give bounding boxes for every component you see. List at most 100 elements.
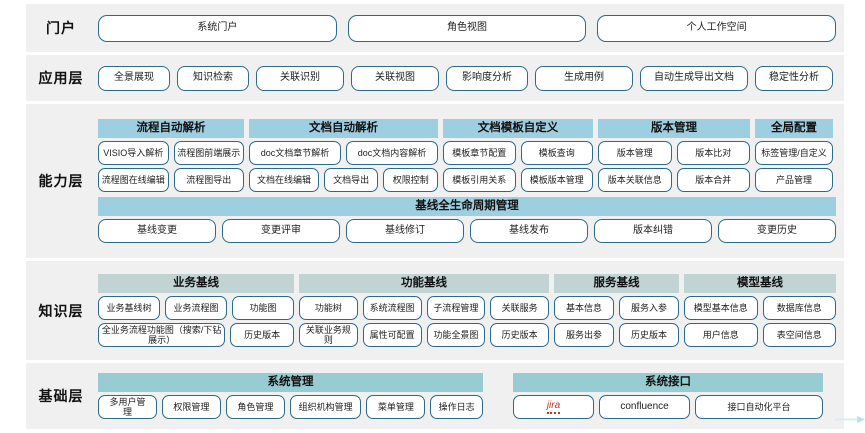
know-node[interactable]: 功能图 — [232, 296, 294, 320]
know-node[interactable]: 系统流程图 — [362, 296, 422, 320]
know-node[interactable]: 历史版本 — [230, 323, 294, 347]
knowledge-group-2-row-1: 服务出参 历史版本 — [554, 323, 679, 347]
portal-item-0[interactable]: 系统门户 — [98, 14, 337, 42]
cap-node[interactable]: 模板章节配置 — [443, 141, 516, 165]
layer-application: 应用层 全景展现 知识检索 关联识别 关联视图 影响度分析 生成用例 自动生成导… — [26, 55, 844, 101]
app-item-2[interactable]: 关联识别 — [256, 65, 344, 91]
found-node[interactable]: 组织机构管理 — [289, 395, 362, 419]
layer-knowledge: 知识层 业务基线 业务基线树 业务流程图 功能图 全业务流程功能图（搜索/下钻展… — [26, 261, 844, 360]
found-node-jira[interactable]: jira — [513, 395, 595, 419]
cap-node[interactable]: 标签管理/自定义 — [755, 141, 833, 165]
cap-node[interactable]: 流程图在线编辑 — [98, 168, 169, 192]
capability-group-0-title: 流程自动解析 — [98, 119, 244, 138]
confluence-label: confluence — [620, 401, 669, 413]
found-node[interactable]: 菜单管理 — [366, 395, 426, 419]
lifecycle-node[interactable]: 基线发布 — [470, 219, 588, 243]
knowledge-group-3-row-0: 模型基本信息 数据库信息 — [684, 296, 836, 320]
portal-item-2[interactable]: 个人工作空间 — [597, 14, 837, 42]
app-item-5[interactable]: 生成用例 — [535, 65, 633, 91]
cap-node[interactable]: 文档导出 — [323, 168, 379, 192]
knowledge-group-1-row-1: 关联业务规则 属性可配置 功能全景图 历史版本 — [299, 323, 549, 347]
capability-group-1: 文档自动解析 doc文档章节解析 doc文档内容解析 文档在线编辑 文档导出 权… — [249, 119, 439, 192]
cap-node[interactable]: doc文档内容解析 — [346, 141, 438, 165]
found-node[interactable]: 多用户管理 — [98, 395, 157, 419]
know-node[interactable]: 数据库信息 — [762, 296, 836, 320]
layer-knowledge-body: 业务基线 业务基线树 业务流程图 功能图 全业务流程功能图（搜索/下钻展示） 历… — [96, 261, 844, 360]
knowledge-group-1-row-0: 功能树 系统流程图 子流程管理 关联服务 — [299, 296, 549, 320]
know-node[interactable]: 历史版本 — [619, 323, 679, 347]
capability-group-4-row-1: 产品管理 — [755, 168, 833, 192]
capability-group-3-row-0: 版本管理 版本比对 — [598, 141, 750, 165]
lifecycle-node[interactable]: 版本纠错 — [594, 219, 712, 243]
know-node[interactable]: 用户信息 — [684, 323, 758, 347]
portal-item-1[interactable]: 角色视图 — [347, 14, 587, 42]
know-node[interactable]: 模型基本信息 — [684, 296, 758, 320]
cap-node[interactable]: 模板查询 — [520, 141, 593, 165]
app-item-0[interactable]: 全景展现 — [98, 65, 170, 91]
capability-group-2-row-1: 模板引用关系 模板版本管理 — [443, 168, 593, 192]
cap-node[interactable]: 版本比对 — [676, 141, 750, 165]
know-node[interactable]: 全业务流程功能图（搜索/下钻展示） — [98, 323, 226, 347]
layer-foundation-label: 基础层 — [38, 388, 84, 404]
found-node[interactable]: 操作日志 — [430, 395, 483, 419]
know-node[interactable]: 功能树 — [299, 296, 358, 320]
cap-node[interactable]: 产品管理 — [755, 168, 833, 192]
capability-group-1-title: 文档自动解析 — [249, 119, 438, 138]
cap-node[interactable]: 模板版本管理 — [520, 168, 593, 192]
know-node[interactable]: 服务入参 — [619, 296, 679, 320]
lifecycle-node[interactable]: 基线修订 — [346, 219, 464, 243]
app-item-7[interactable]: 稳定性分析 — [755, 65, 833, 91]
cap-node[interactable]: 流程图前端展示 — [173, 141, 244, 165]
know-node[interactable]: 基本信息 — [554, 296, 614, 320]
know-node[interactable]: 历史版本 — [490, 323, 549, 347]
capability-group-0: 流程自动解析 VISIO导入解析 流程图前端展示 流程图在线编辑 流程图导出 — [98, 119, 244, 192]
cap-node[interactable]: 版本管理 — [598, 141, 672, 165]
cap-node[interactable]: 版本关联信息 — [598, 168, 672, 192]
knowledge-group-0-title: 业务基线 — [98, 274, 294, 293]
app-item-3[interactable]: 关联视图 — [351, 65, 439, 91]
know-node[interactable]: 功能全景图 — [426, 323, 486, 347]
portal-items: 系统门户 角色视图 个人工作空间 — [96, 14, 838, 42]
know-node[interactable]: 属性可配置 — [362, 323, 422, 347]
found-node[interactable]: 角色管理 — [225, 395, 285, 419]
cap-node[interactable]: 文档在线编辑 — [249, 168, 319, 192]
capability-group-2: 文档模板自定义 模板章节配置 模板查询 模板引用关系 模板版本管理 — [443, 119, 593, 192]
foundation-group-0-title: 系统管理 — [98, 373, 483, 392]
know-node[interactable]: 子流程管理 — [426, 296, 486, 320]
capability-lifecycle: 基线全生命周期管理 基线变更 变更评审 基线修订 基线发布 版本纠错 变更历史 — [96, 197, 838, 243]
app-item-4[interactable]: 影响度分析 — [446, 65, 528, 91]
lifecycle-node[interactable]: 基线变更 — [98, 219, 216, 243]
cap-node[interactable]: 流程图导出 — [173, 168, 244, 192]
foundation-group-1-row-0: jira confluence 接口自动化平台 — [513, 395, 823, 419]
layer-portal: 门户 系统门户 角色视图 个人工作空间 — [26, 4, 844, 52]
found-node-confluence[interactable]: confluence — [599, 395, 691, 419]
found-node[interactable]: 接口自动化平台 — [695, 395, 823, 419]
know-node[interactable]: 业务基线树 — [98, 296, 160, 320]
cap-node[interactable]: 模板引用关系 — [443, 168, 516, 192]
capability-group-3: 版本管理 版本管理 版本比对 版本关联信息 版本合并 — [598, 119, 750, 192]
capability-group-0-row-1: 流程图在线编辑 流程图导出 — [98, 168, 244, 192]
cap-node[interactable]: 权限控制 — [383, 168, 439, 192]
jira-label: jira — [546, 400, 561, 414]
lifecycle-node[interactable]: 变更历史 — [718, 219, 836, 243]
knowledge-group-0: 业务基线 业务基线树 业务流程图 功能图 全业务流程功能图（搜索/下钻展示） 历… — [98, 274, 294, 347]
know-node[interactable]: 服务出参 — [554, 323, 614, 347]
capability-group-3-row-1: 版本关联信息 版本合并 — [598, 168, 750, 192]
found-node[interactable]: 权限管理 — [161, 395, 221, 419]
lifecycle-items: 基线变更 变更评审 基线修订 基线发布 版本纠错 变更历史 — [98, 219, 836, 243]
know-node[interactable]: 表空间信息 — [762, 323, 836, 347]
layer-foundation-body: 系统管理 多用户管理 权限管理 角色管理 组织机构管理 菜单管理 操作日志 系统… — [96, 363, 844, 429]
lifecycle-node[interactable]: 变更评审 — [222, 219, 340, 243]
know-node[interactable]: 业务流程图 — [165, 296, 227, 320]
app-item-6[interactable]: 自动生成导出文档 — [640, 65, 748, 91]
layer-capability-body: 流程自动解析 VISIO导入解析 流程图前端展示 流程图在线编辑 流程图导出 文… — [96, 104, 844, 258]
know-node[interactable]: 关联业务规则 — [299, 323, 358, 347]
knowledge-group-2-title: 服务基线 — [554, 274, 679, 293]
know-node[interactable]: 关联服务 — [490, 296, 549, 320]
cap-node[interactable]: VISIO导入解析 — [98, 141, 169, 165]
app-item-1[interactable]: 知识检索 — [177, 65, 249, 91]
cap-node[interactable]: 版本合并 — [676, 168, 750, 192]
capability-group-3-title: 版本管理 — [598, 119, 750, 138]
capability-group-2-title: 文档模板自定义 — [443, 119, 593, 138]
cap-node[interactable]: doc文档章节解析 — [249, 141, 341, 165]
